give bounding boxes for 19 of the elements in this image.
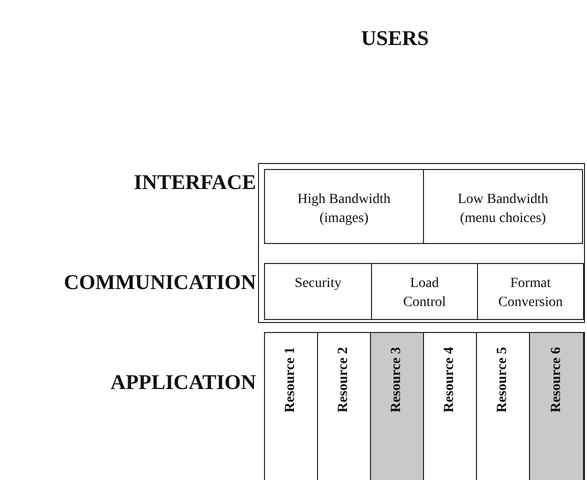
cell-label: Low Bandwidth (menu choices) bbox=[456, 191, 550, 228]
resource-label: Resource 5 bbox=[496, 347, 510, 412]
users-heading: USERS bbox=[360, 28, 430, 49]
layer-frame bbox=[258, 163, 585, 323]
layer-name: COMMUNICATION bbox=[64, 272, 256, 293]
resource-label: Resource 4 bbox=[443, 347, 457, 412]
cell-label: Security bbox=[294, 275, 342, 293]
resource-label: Resource 6 bbox=[550, 347, 564, 412]
resource-label: Resource 1 bbox=[284, 347, 298, 412]
cell-label: High Bandwidth (images) bbox=[296, 191, 392, 228]
resource-column bbox=[370, 332, 424, 480]
resource-label: Resource 3 bbox=[390, 347, 404, 412]
resource-column bbox=[529, 332, 584, 480]
cell-label: Load Control bbox=[402, 275, 447, 312]
layer-box bbox=[264, 332, 585, 480]
layer-name: APPLICATION bbox=[110, 372, 256, 393]
layer-name: INTERFACE bbox=[134, 172, 256, 193]
resource-label: Resource 2 bbox=[337, 347, 351, 412]
cell-label: Format Conversion bbox=[497, 275, 564, 312]
